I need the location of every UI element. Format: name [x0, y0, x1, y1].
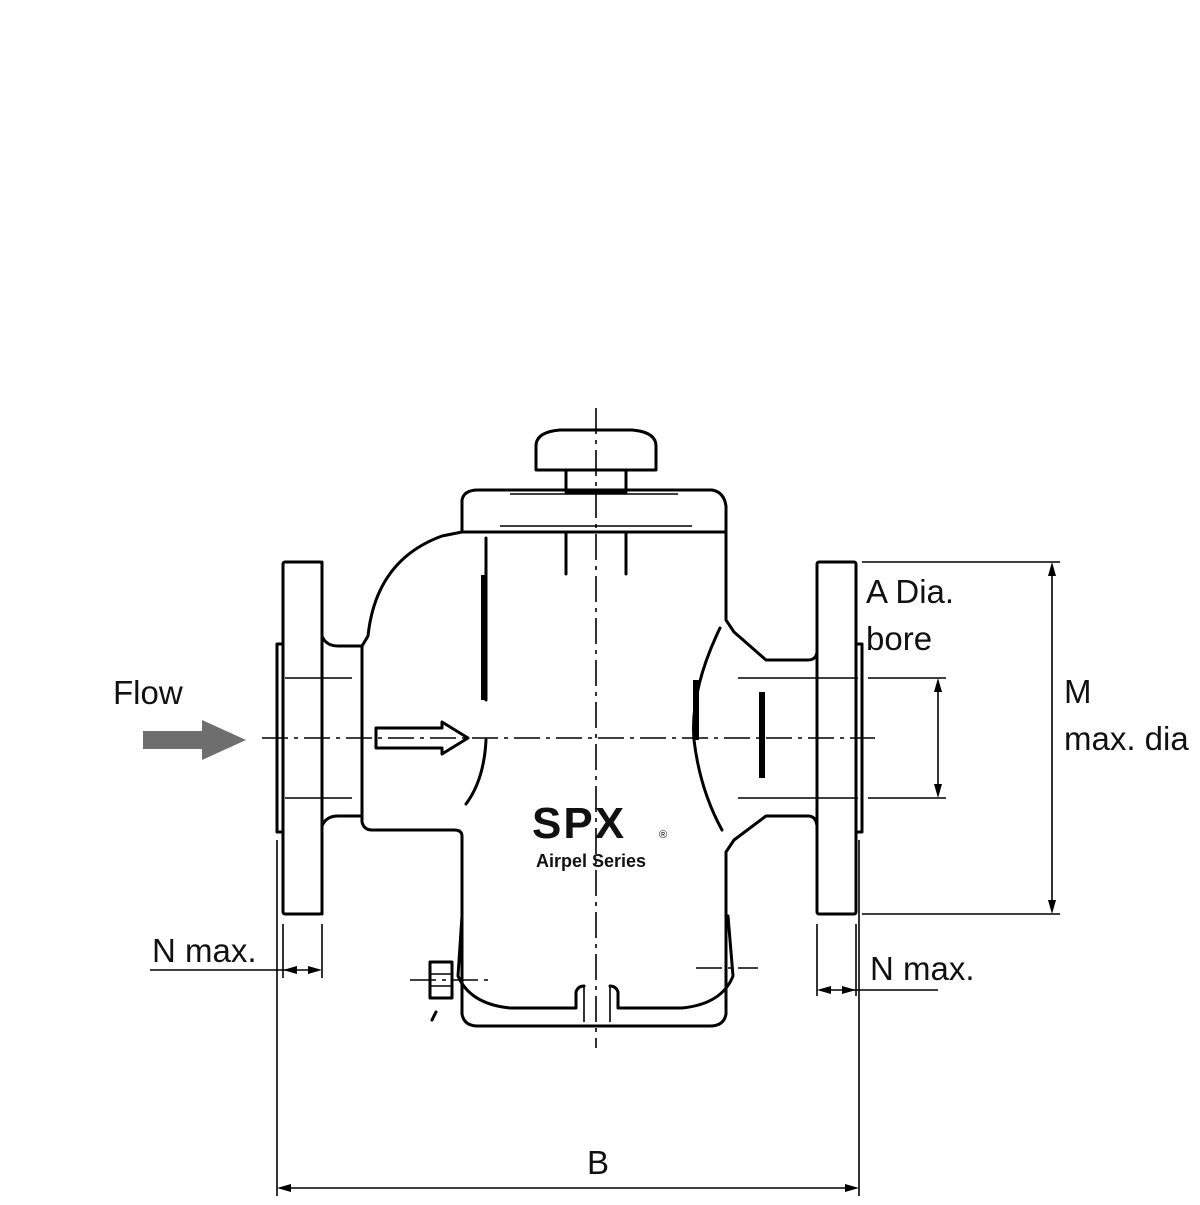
dimension-a: A Dia. bore	[866, 573, 954, 799]
n-max-left-label: N max.	[152, 932, 257, 969]
dim-n-right-arrow-2	[842, 986, 856, 994]
dimension-m: M max. dia	[862, 561, 1189, 915]
centerlines	[262, 408, 875, 1048]
a-dia-label: A Dia.	[866, 573, 954, 610]
dim-m-arrow-top	[1048, 562, 1056, 576]
n-max-right-label: N max.	[870, 950, 975, 987]
dim-m-arrow-bottom	[1048, 900, 1056, 914]
dim-n-right-arrow-1	[817, 986, 831, 994]
a-bore-label: bore	[866, 620, 932, 657]
m-max-dia-label: max. dia	[1064, 720, 1189, 757]
drain-plug	[410, 960, 758, 1022]
flow-indicator: Flow	[113, 674, 246, 760]
bowl-inner-left	[456, 914, 586, 1010]
cover-bolt	[534, 428, 658, 576]
bolt-head	[534, 428, 658, 472]
brand-name: SPX	[532, 799, 626, 848]
basket-left-lower	[464, 738, 488, 806]
right-flange-face	[854, 642, 864, 834]
m-label: M	[1064, 673, 1092, 710]
left-flange	[275, 560, 352, 916]
dim-n-left-arrow-2	[283, 966, 297, 974]
left-flange-face	[275, 642, 285, 834]
registered-mark: ®	[659, 829, 667, 841]
dim-b-arrow-right	[845, 1184, 859, 1192]
dimension-n-left: N max.	[150, 924, 323, 978]
dimension-n-right: N max.	[816, 924, 975, 996]
dim-a-arrow-bottom	[934, 784, 942, 798]
bolt-collar	[564, 468, 628, 494]
dim-b-arrow-left	[277, 1184, 291, 1192]
bowl-inner-right	[608, 914, 735, 1010]
right-flange	[738, 560, 864, 916]
body-outline	[320, 488, 819, 1028]
drain-tick	[430, 1010, 438, 1022]
b-label: B	[587, 1144, 609, 1181]
drain-boss	[583, 986, 611, 1022]
internal-flow-arrow	[374, 720, 470, 756]
spx-logo: SPX ® Airpel Series	[532, 799, 667, 871]
flow-label: Flow	[113, 674, 183, 711]
strainer-body	[320, 488, 819, 1028]
dim-a-arrow-top	[934, 678, 942, 692]
series-name: Airpel Series	[536, 851, 646, 871]
flow-arrow	[143, 720, 246, 760]
dim-n-left-arrow-1	[308, 966, 322, 974]
dimension-b: B	[276, 840, 860, 1196]
